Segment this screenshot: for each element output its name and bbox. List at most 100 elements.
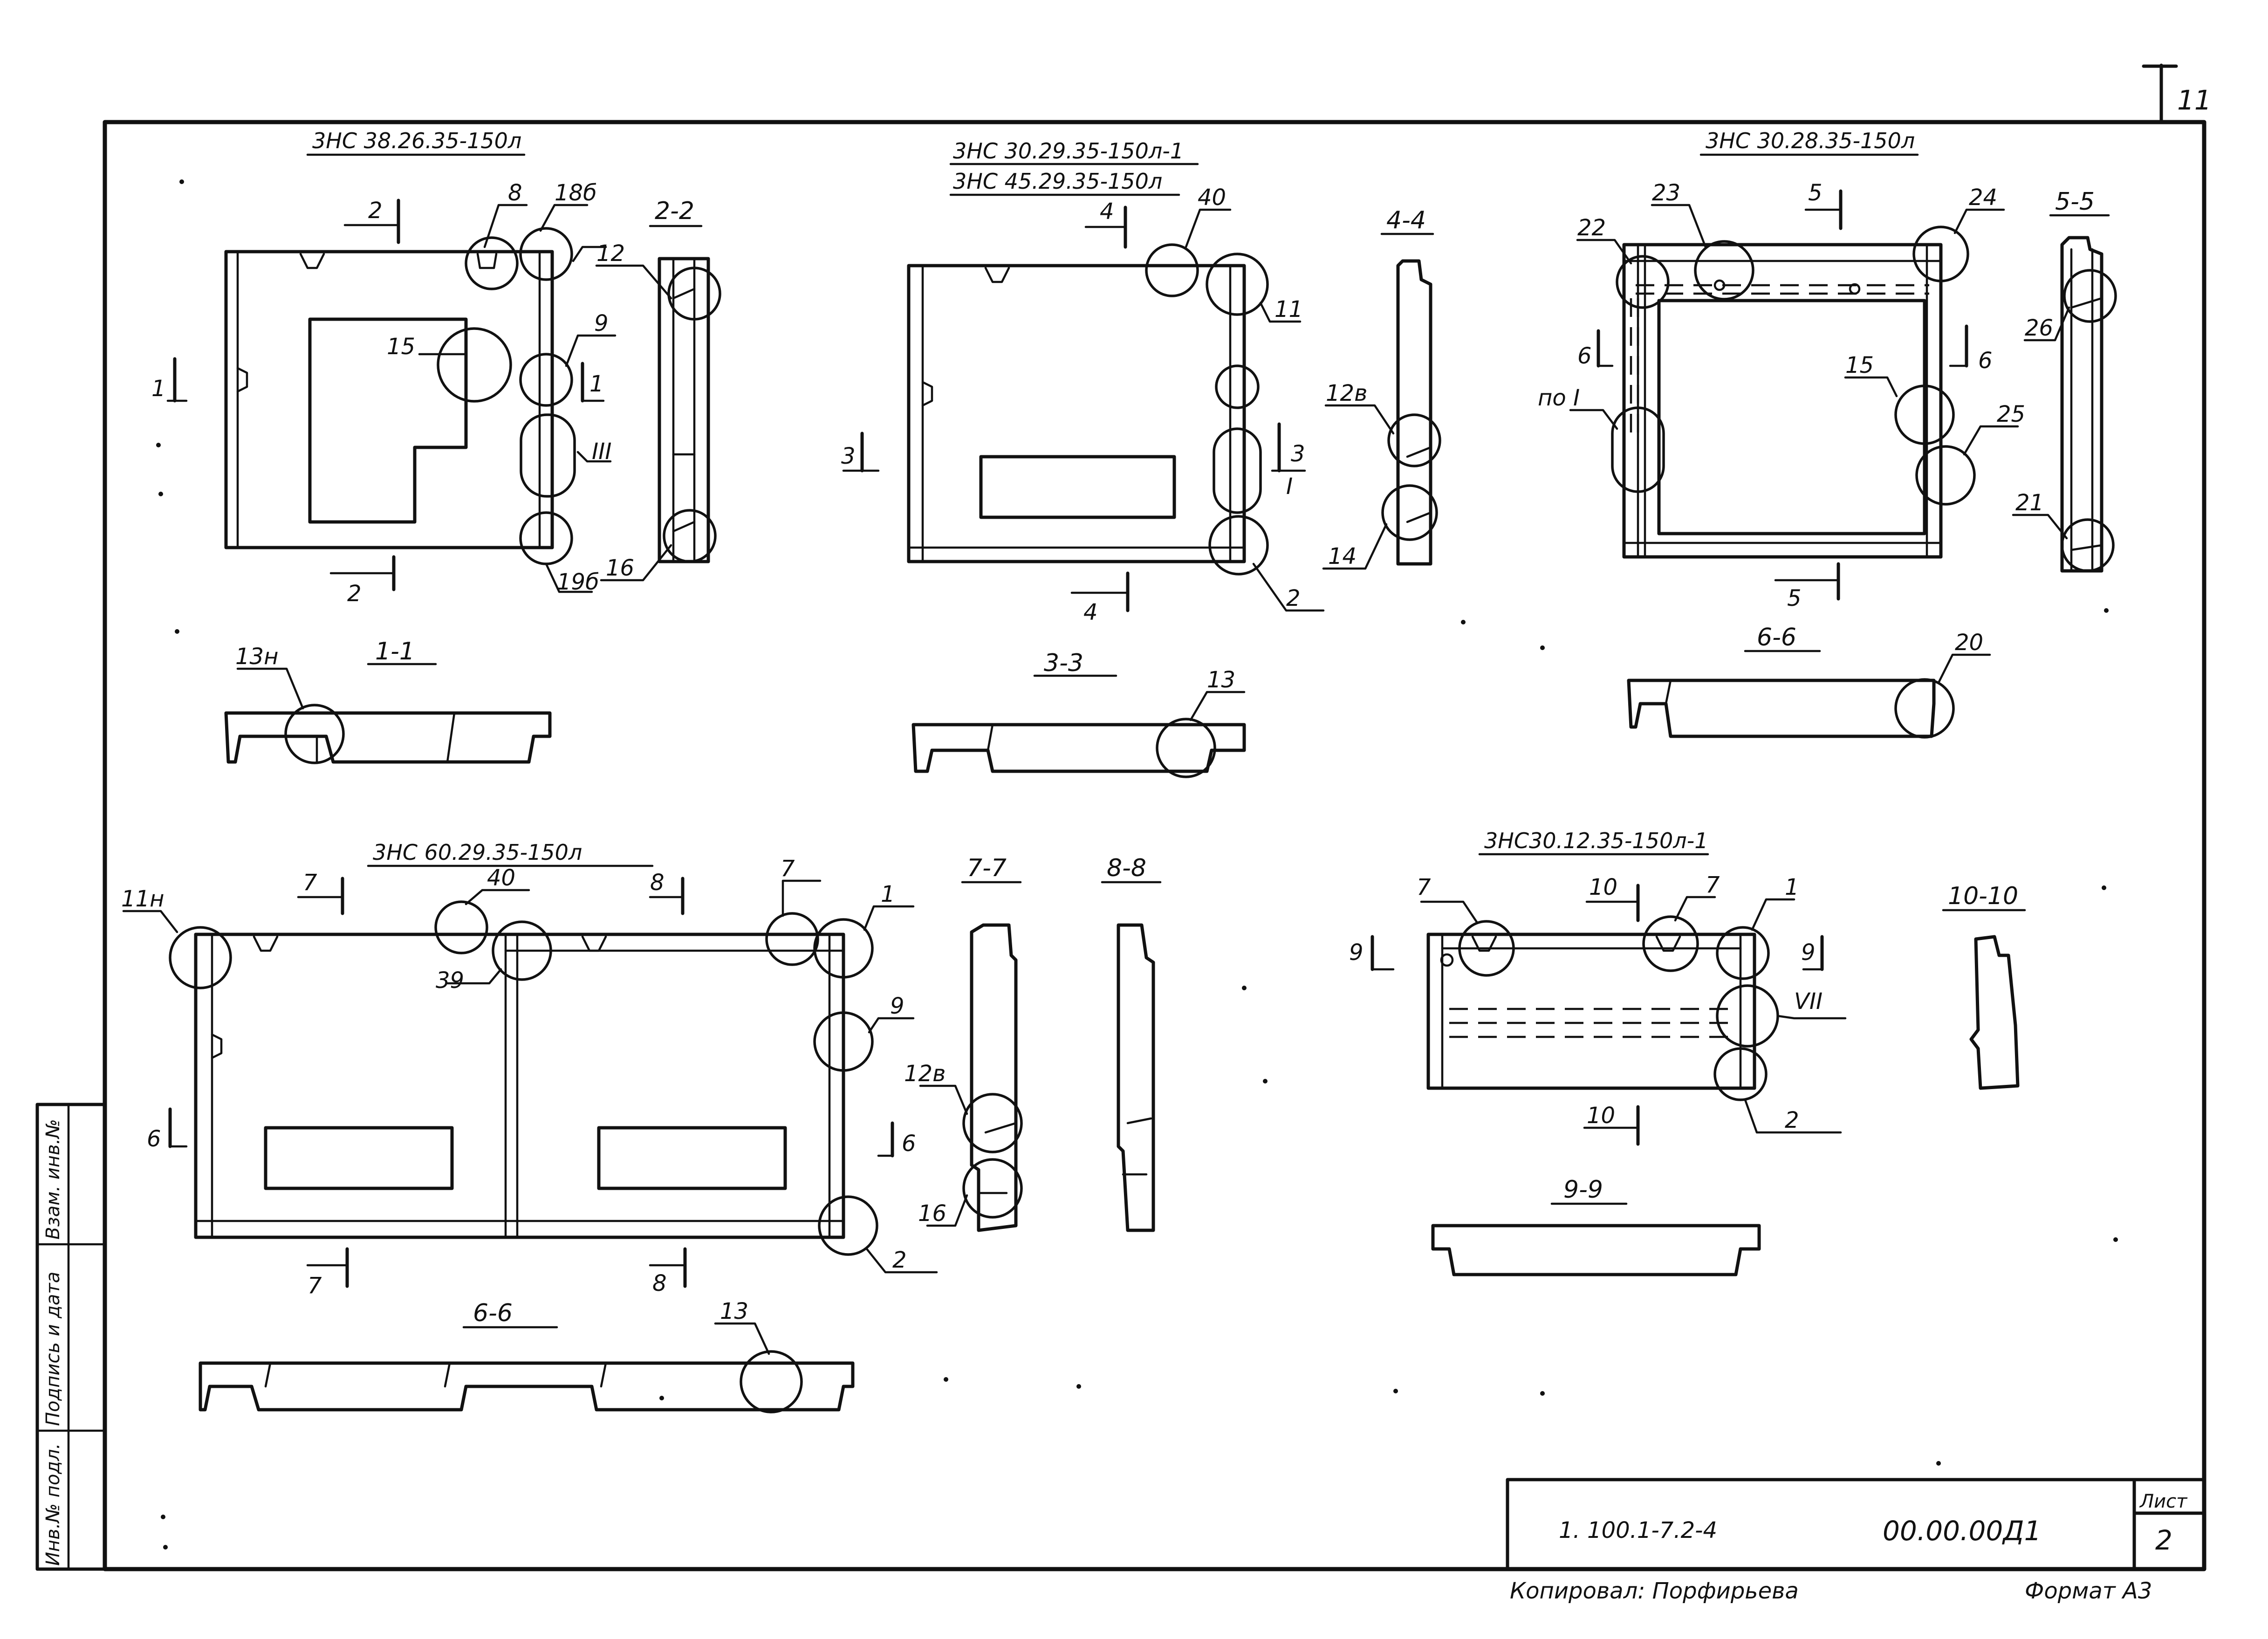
- format-label: Формат А3: [2025, 1578, 2152, 1604]
- panel-3: 3НС 30.28.35-150л 22 23 24 по I 15 25: [1538, 128, 2117, 739]
- p5-sec-9-right: 9: [1801, 940, 1816, 966]
- p2-callout-13: 13: [1207, 667, 1235, 693]
- p4-sec-7-bottom: 7: [308, 1273, 322, 1299]
- p3-section-6-6-title: 6-6: [1757, 624, 1796, 651]
- doc-code: 1. 100.1-7.2-4: [1559, 1517, 1717, 1543]
- sheet-label: Лист: [2139, 1491, 2188, 1512]
- panel-4: 3НС 60.29.35-150л 11н 40 39 7 1 9 2: [121, 840, 1162, 1413]
- p1-callout-15: 15: [387, 334, 415, 360]
- p4-callout-7: 7: [781, 856, 795, 882]
- p4-sec-6-right: 6: [902, 1131, 916, 1157]
- p4-sec-8-bottom: 8: [652, 1270, 667, 1296]
- panel-1-opening: [308, 317, 468, 524]
- p4-callout-40: 40: [487, 865, 515, 891]
- p2-callout-I: I: [1286, 473, 1293, 500]
- p4-sec-6-left: 6: [147, 1126, 161, 1152]
- p5-sec-10-top: 10: [1589, 874, 1617, 900]
- p1-section-1-1-title: 1-1: [375, 638, 415, 665]
- panel-5-title: 3НС30.12.35-150л-1: [1484, 828, 1708, 853]
- p3-section-5-5-title: 5-5: [2055, 188, 2095, 216]
- panel-2: 3НС 30.29.35-150л-1 3НС 45.29.35-150л 40…: [841, 138, 1441, 778]
- p1-section-2-2-title: 2-2: [655, 197, 694, 225]
- p4-section-7-7-title: 7-7: [967, 854, 1007, 882]
- copied-by: Копировал: Порфирьева: [1510, 1578, 1799, 1604]
- p4-callout-12b: 12в: [904, 1061, 946, 1087]
- p2-callout-11: 11: [1274, 296, 1303, 322]
- p1-callout-9: 9: [594, 310, 609, 336]
- p4-callout-2: 2: [892, 1247, 907, 1273]
- p2-section-4-4: [1396, 259, 1432, 566]
- p1-callout-19b: 19б: [557, 569, 599, 595]
- p3-callout-22: 22: [1577, 215, 1606, 241]
- p5-sec-10-bottom: 10: [1587, 1103, 1615, 1129]
- p2-section-3-3: [911, 723, 1246, 773]
- p2-section-4-4-title: 4-4: [1386, 206, 1426, 234]
- p3-callout-23: 23: [1652, 180, 1680, 206]
- title-block: 1. 100.1-7.2-4 00.00.00Д1 Лист 2 Копиров…: [1506, 1478, 2206, 1604]
- p2-sec-3-right: 3: [1291, 441, 1305, 467]
- panel-5: 3НС30.12.35-150л-1 7 7 1 VII 2 10 10 9: [1349, 828, 2026, 1276]
- panel-3-opening: [1657, 299, 1926, 535]
- p1-callout-8: 8: [508, 180, 522, 206]
- p5-callout-7b: 7: [1706, 872, 1720, 898]
- panel-1-title: 3НС 38.26.35-150л: [312, 128, 521, 153]
- side-stamp: Инв.№ подл. Подпись и дата Взам. инв.№: [35, 1103, 107, 1571]
- stamp-replace-inv: Взам. инв.№: [42, 1119, 64, 1240]
- p4-callout-9: 9: [890, 993, 904, 1019]
- p2-callout-12b: 12в: [1326, 380, 1367, 406]
- p5-callout-1: 1: [1785, 874, 1799, 900]
- stamp-inv-no: Инв.№ подл.: [42, 1443, 64, 1566]
- p1-sec-1-right: 1: [589, 371, 604, 397]
- p4-callout-39: 39: [436, 967, 464, 994]
- p5-callout-2: 2: [1785, 1107, 1799, 1133]
- panel-4-opening-1: [264, 1126, 454, 1190]
- p4-sec-7-top: 7: [303, 870, 317, 896]
- p3-callout-po-I: по I: [1538, 385, 1580, 411]
- p5-section-9-9-title: 9-9: [1563, 1176, 1603, 1204]
- stamp-signature-date: Подпись и дата: [42, 1272, 64, 1426]
- p3-callout-25: 25: [1997, 401, 2025, 427]
- panel-3-elevation: [1622, 243, 1943, 559]
- panel-4-opening-2: [597, 1126, 787, 1190]
- p3-sec-5-top: 5: [1808, 180, 1823, 206]
- p3-section-6-6: [1627, 679, 1936, 738]
- sheet-no: 2: [2155, 1524, 2172, 1556]
- panel-1-elevation: [224, 250, 554, 549]
- p2-callout-40: 40: [1198, 185, 1226, 211]
- p1-callout-16: 16: [606, 555, 634, 581]
- sheet-frame: 11: [103, 63, 2212, 1571]
- p4-sec-8-top: 8: [650, 870, 665, 896]
- scan-specks: [156, 179, 2118, 1550]
- panel-3-title: 3НС 30.28.35-150л: [1706, 128, 1915, 153]
- p4-section-7-7: [970, 923, 1018, 1232]
- p1-section-1-1: [224, 711, 552, 764]
- p5-section-10-10: [1969, 935, 2020, 1090]
- p1-callout-12: 12: [596, 240, 625, 267]
- p3-callout-20: 20: [1955, 630, 1983, 656]
- p3-section-5-5: [2060, 236, 2104, 573]
- drawing-code: 00.00.00Д1: [1883, 1515, 2042, 1547]
- panel-2-title-1: 3НС 30.29.35-150л-1: [953, 138, 1184, 164]
- p1-sec-2-top: 2: [368, 198, 383, 224]
- p1-callout-III: III: [592, 439, 611, 465]
- p2-sec-4-top: 4: [1100, 199, 1114, 225]
- p3-sec-5-bottom: 5: [1787, 585, 1802, 611]
- sheet-number-top: 11: [2177, 84, 2212, 116]
- p3-sec-6-right: 6: [1978, 348, 1993, 374]
- p5-sec-9-left: 9: [1349, 940, 1364, 966]
- p4-callout-11n: 11н: [121, 886, 164, 912]
- p2-callout-2: 2: [1286, 585, 1301, 611]
- p2-sec-3-left: 3: [841, 443, 856, 469]
- p5-callout-VII: VII: [1794, 988, 1823, 1015]
- panel-2-title-2: 3НС 45.29.35-150л: [953, 169, 1162, 194]
- p3-callout-21: 21: [2015, 490, 2044, 516]
- p1-callout-13n: 13н: [235, 644, 278, 670]
- p2-section-3-3-title: 3-3: [1044, 649, 1083, 677]
- p2-callout-14: 14: [1328, 543, 1357, 569]
- p1-sec-1-left: 1: [151, 376, 166, 402]
- p4-section-6-6-title: 6-6: [473, 1299, 513, 1327]
- p3-callout-24: 24: [1969, 185, 1997, 211]
- panel-2-opening: [979, 455, 1176, 519]
- p5-section-10-10-title: 10-10: [1948, 882, 2018, 910]
